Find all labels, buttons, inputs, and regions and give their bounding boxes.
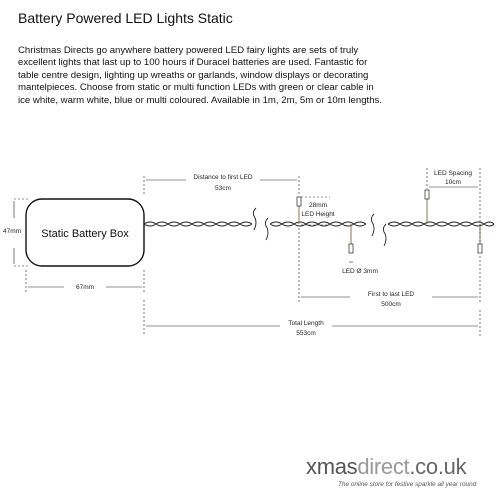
logo-xmas: xmas (306, 454, 358, 479)
logo-domain: .co.uk (409, 454, 467, 479)
first-to-last-value: 500cm (381, 301, 401, 308)
led-spacing-left (424, 189, 430, 224)
distance-first-led-value: 53cm (215, 185, 231, 192)
box-width-label: 67mm (76, 284, 94, 291)
logo-direct: direct (357, 454, 410, 479)
twisted-wire (143, 221, 495, 227)
led-diameter-label: LED Ø 3mm (342, 268, 378, 275)
first-to-last-dimension (298, 228, 481, 304)
led-height-label: LED Height (301, 211, 334, 218)
battery-box-label: Static Battery Box (41, 228, 129, 240)
led-height-value: 28mm (309, 202, 327, 209)
led-middle (348, 224, 354, 254)
total-length-label: Total Length (288, 320, 324, 327)
box-width-dimension (25, 270, 145, 292)
brand-logo: xmasdirect.co.uk (306, 454, 467, 480)
distance-first-led-dimension (143, 176, 300, 196)
battery-box (25, 198, 145, 267)
led-height-dimension (301, 196, 330, 226)
led-spacing-label: LED Spacing (434, 170, 472, 177)
product-description: Christmas Directs go anywhere battery po… (18, 45, 388, 107)
led-spacing-value: 10cm (445, 179, 461, 186)
led-spacing-dimension (426, 168, 481, 244)
distance-first-led-label: Distance to first LED (193, 174, 253, 181)
description-text: Christmas Directs go anywhere battery po… (18, 45, 383, 106)
first-to-last-label: First to last LED (368, 291, 415, 298)
brand-tagline: The online store for festive sparkle all… (338, 481, 477, 488)
wire-break-marks (252, 207, 387, 247)
total-length-value: 553cm (296, 330, 316, 337)
box-height-label: 47mm (3, 228, 21, 235)
total-length-dimension (143, 300, 481, 336)
page-title: Battery Powered LED Lights Static (18, 10, 233, 26)
led-first (296, 196, 302, 224)
box-height-dimension (13, 198, 30, 267)
